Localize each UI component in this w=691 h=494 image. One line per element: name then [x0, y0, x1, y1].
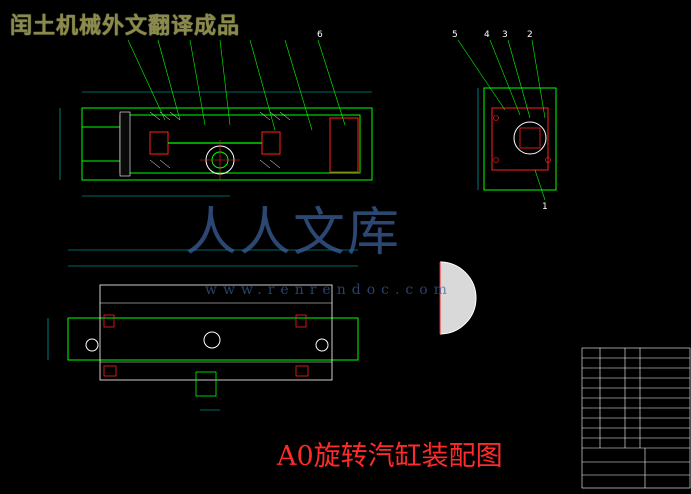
title-block [581, 347, 691, 489]
callout-side-3: 3 [502, 30, 508, 40]
callout-side-2: 2 [527, 30, 533, 40]
side-view [457, 39, 557, 201]
detail-section [439, 261, 477, 335]
section-view-top [59, 91, 373, 197]
drawing-caption: A0旋转汽缸装配图 [277, 441, 503, 472]
callout-side-4: 4 [484, 30, 490, 40]
hatch-top [149, 111, 291, 169]
watermark-text: 人人文库 [185, 203, 402, 263]
callout-top-6: 6 [317, 30, 323, 40]
watermark-url: www.renrendoc.com [205, 282, 453, 298]
header-title: 闰土机械外文翻译成品 [10, 14, 241, 39]
callout-leaders-top [127, 39, 346, 131]
plan-view-bottom [47, 249, 359, 411]
callout-side-5: 5 [452, 30, 458, 40]
callout-side-1: 1 [542, 202, 548, 212]
